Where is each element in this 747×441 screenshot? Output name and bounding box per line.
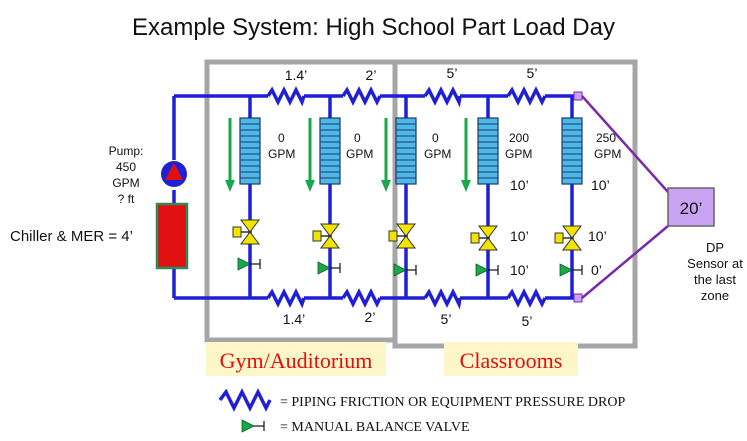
control-valve-4 <box>470 225 498 251</box>
top-drop-3: 5’ <box>447 65 458 81</box>
dp-caption-4: zone <box>701 288 729 303</box>
top-drop-4: 5’ <box>527 65 538 81</box>
pump-label-3: GPM <box>112 176 139 190</box>
pump-label-2: 450 <box>116 160 136 174</box>
coil-5 <box>561 117 583 185</box>
pump-arrow-icon <box>165 163 183 180</box>
dp-caption-1: DP <box>706 240 724 255</box>
dp-sensor-box <box>667 187 715 227</box>
gym-label-bg <box>206 342 386 376</box>
coil-5-gpm: 250 <box>596 131 616 145</box>
sensor-port-return <box>573 293 583 303</box>
sensor-line-return <box>581 225 669 299</box>
gym-label: Gym/Auditorium <box>220 348 373 373</box>
coil-2-gpm: 0 <box>354 131 361 145</box>
coil-3-gpm: 0 <box>432 131 439 145</box>
classrooms-label-bg <box>444 342 578 376</box>
legend-balance-icon <box>241 419 265 433</box>
flow-arrow-2 <box>303 116 317 194</box>
flow-arrow-4 <box>459 116 473 194</box>
valve-5-drop: 10’ <box>588 228 607 244</box>
coil-5-unit: GPM <box>594 147 621 161</box>
coil-4 <box>477 117 499 185</box>
flow-arrow-3 <box>379 116 393 194</box>
balance-5-drop: 0’ <box>591 262 602 278</box>
legend-balance-text: = MANUAL BALANCE VALVE <box>280 420 470 435</box>
classrooms-label: Classrooms <box>460 348 563 373</box>
control-valve-1 <box>232 219 260 245</box>
bottom-drop-3: 5’ <box>441 311 452 327</box>
dp-sensor-value: 20’ <box>680 199 703 218</box>
legend-friction-text: = PIPING FRICTION OR EQUIPMENT PRESSURE … <box>280 395 625 410</box>
control-valve-2 <box>312 223 340 249</box>
coil-1-gpm: 0 <box>278 131 285 145</box>
sensor-port-supply <box>573 91 583 101</box>
diagram-title: Example System: High School Part Load Da… <box>132 14 615 41</box>
top-drop-1: 1.4’ <box>285 67 308 83</box>
balance-4-drop: 10’ <box>510 262 529 278</box>
coil-2-unit: GPM <box>346 147 373 161</box>
coil-4-gpm: 200 <box>509 131 529 145</box>
control-valve-5 <box>554 225 582 251</box>
flow-arrow-1 <box>223 116 237 194</box>
dp-caption-2: Sensor at <box>687 256 743 271</box>
valve-4-drop: 10’ <box>510 228 529 244</box>
coil-4-drop: 10’ <box>510 177 529 193</box>
coil-3-unit: GPM <box>424 147 451 161</box>
pump-label-1: Pump: <box>109 144 144 158</box>
coil-1 <box>239 117 261 185</box>
dp-caption-3: the last <box>694 272 736 287</box>
coil-3 <box>395 117 417 185</box>
chiller <box>155 202 189 270</box>
coil-2 <box>319 117 341 185</box>
legend-friction-icon <box>218 388 272 412</box>
bottom-drop-4: 5’ <box>522 313 533 329</box>
coil-5-drop: 10’ <box>591 177 610 193</box>
bottom-drop-2: 2’ <box>365 309 376 325</box>
chiller-label: Chiller & MER = 4’ <box>10 228 133 245</box>
coil-4-unit: GPM <box>505 147 532 161</box>
pump-label-4: ? ft <box>118 192 135 206</box>
top-drop-2: 2’ <box>366 67 377 83</box>
sensor-line-supply <box>581 95 669 193</box>
bottom-drop-1: 1.4’ <box>283 311 306 327</box>
classrooms-zone-box <box>392 59 638 349</box>
coil-1-unit: GPM <box>268 147 295 161</box>
